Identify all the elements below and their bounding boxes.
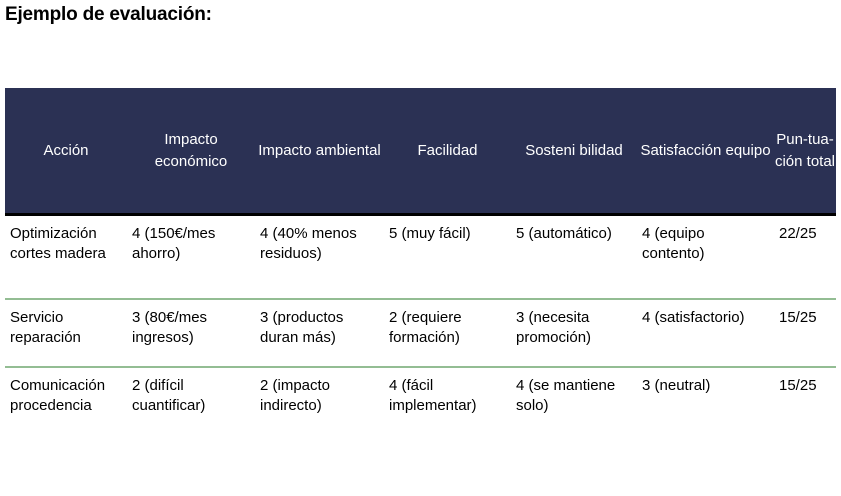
column-header-sostenibilidad: Sosteni bilidad	[525, 141, 623, 159]
cell-accion: Optimización cortes madera	[10, 225, 106, 262]
cell-sostenibilidad: 4 (se mantiene solo)	[516, 377, 616, 414]
cell-facilidad: 4 (fácil implementar)	[389, 377, 477, 414]
cell-impacto-economico: 4 (150€/mes ahorro)	[132, 225, 216, 262]
column-header-impacto-ambiental: Impacto ambiental	[258, 141, 381, 159]
cell-puntuacion-total: 15/25	[779, 377, 817, 394]
cell-sostenibilidad: 5 (automático)	[516, 225, 612, 242]
table-row: Optimización cortes madera 4 (150€/mes a…	[5, 215, 836, 299]
cell-impacto-economico: 3 (80€/mes ingresos)	[132, 309, 208, 346]
cell-facilidad: 2 (requiere formación)	[389, 309, 462, 346]
cell-sostenibilidad: 3 (necesita promoción)	[516, 309, 592, 346]
cell-puntuacion-total: 15/25	[779, 309, 817, 326]
evaluation-table-container: Acción Impacto económico Impacto ambient…	[5, 88, 836, 450]
cell-puntuacion-total: 22/25	[779, 225, 817, 242]
cell-facilidad: 5 (muy fácil)	[389, 225, 471, 242]
cell-accion: Comunicación procedencia	[10, 377, 106, 414]
table-header-row: Acción Impacto económico Impacto ambient…	[5, 88, 836, 215]
cell-impacto-ambiental: 2 (impacto indirecto)	[260, 377, 331, 414]
column-header-accion: Acción	[43, 141, 89, 159]
table-body: Optimización cortes madera 4 (150€/mes a…	[5, 215, 836, 451]
page-title: Ejemplo de evaluación:	[5, 4, 212, 25]
cell-satisfaccion-equipo: 3 (neutral)	[642, 377, 711, 394]
cell-accion: Servicio reparación	[10, 309, 81, 346]
cell-impacto-ambiental: 4 (40% menos residuos)	[260, 225, 357, 262]
table-header: Acción Impacto económico Impacto ambient…	[5, 88, 836, 215]
column-header-facilidad: Facilidad	[417, 141, 478, 159]
column-header-puntuacion-total: Pun-tua-ción total	[774, 130, 836, 170]
column-header-impacto-economico: Impacto económico	[154, 130, 228, 170]
table-row: Servicio reparación 3 (80€/mes ingresos)…	[5, 299, 836, 367]
cell-satisfaccion-equipo: 4 (equipo contento)	[642, 225, 705, 262]
column-header-satisfaccion-equipo: Satisfacción equipo	[640, 141, 771, 159]
evaluation-table: Acción Impacto económico Impacto ambient…	[5, 88, 836, 450]
cell-impacto-economico: 2 (difícil cuantificar)	[132, 377, 206, 414]
cell-impacto-ambiental: 3 (productos duran más)	[260, 309, 344, 346]
cell-satisfaccion-equipo: 4 (satisfactorio)	[642, 309, 745, 326]
table-row: Comunicación procedencia 2 (difícil cuan…	[5, 367, 836, 450]
